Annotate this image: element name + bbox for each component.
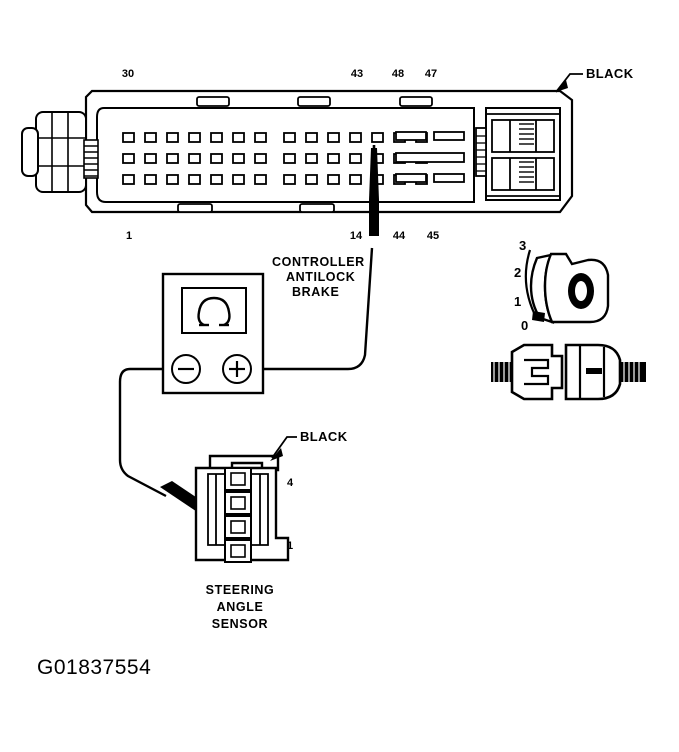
sensor-black-callout-label: BLACK — [300, 429, 348, 444]
cab-name-line-1: CONTROLLER — [272, 255, 365, 269]
cab-pin-label-14: 14 — [350, 230, 363, 242]
meter-negative-lead-wire — [118, 367, 167, 498]
cab-connector-blade-cavity-group — [395, 131, 465, 183]
cab-connector-black-callout: BLACK — [555, 66, 634, 93]
cab-pin-label-44: 44 — [393, 230, 406, 242]
inline-connector-right-pigtail — [620, 362, 646, 382]
sensor-connector-cavities — [224, 467, 252, 563]
ohmmeter-omega-symbol — [197, 296, 231, 327]
clockspring-dial-label-3: 3 — [519, 238, 526, 253]
cab-pin-label-1: 1 — [126, 230, 132, 242]
clockspring-index-mark — [532, 311, 545, 322]
cab-connector-inner-body — [96, 107, 475, 203]
cab-connector-strain-relief-ribs — [83, 139, 99, 179]
cab-connector-bottom-tabs — [177, 203, 335, 213]
inline-connector-group[interactable] — [491, 343, 646, 401]
clockspring-dial-label-2: 2 — [514, 265, 521, 280]
ohmmeter-positive-terminal[interactable] — [222, 354, 252, 384]
clockspring-dial-label-0: 0 — [521, 318, 528, 333]
ohmmeter-group[interactable] — [161, 272, 265, 395]
sensor-pin-label-4: 4 — [287, 477, 294, 489]
inline-connector-plug-blade — [524, 358, 550, 386]
cab-pin-label-45: 45 — [427, 230, 439, 242]
clockspring-group[interactable]: 3 2 1 0 — [514, 238, 610, 333]
inline-connector-plug-half — [510, 343, 564, 401]
cab-connector-cable-boot — [21, 111, 87, 193]
sensor-name-line-2: ANGLE — [217, 600, 264, 614]
cab-pin-label-30: 30 — [122, 68, 134, 80]
sensor-pin-label-1: 1 — [287, 540, 293, 552]
cab-connector-power-terminal-block — [485, 107, 561, 201]
cab-connector-test-probe — [369, 145, 379, 236]
sensor-name-line-3: SENSOR — [212, 617, 268, 631]
cab-pin-label-47: 47 — [425, 68, 437, 80]
inline-connector-left-pigtail — [491, 362, 512, 382]
cab-name-line-2: ANTILOCK — [286, 270, 355, 284]
sensor-name-line-1: STEERING — [206, 583, 275, 597]
sensor-connector-group[interactable]: 4 1 BLACK — [194, 429, 348, 563]
clockspring-bore-inner — [575, 281, 587, 301]
cab-component-name-block: CONTROLLER ANTILOCK BRAKE — [272, 255, 365, 299]
meter-positive-lead-wire — [263, 247, 374, 371]
inline-connector-socket-slot — [586, 368, 602, 374]
cab-connector-center-divider — [475, 127, 487, 177]
cab-connector-group[interactable]: 30 43 48 47 1 14 44 45 BLACK — [21, 66, 634, 242]
sensor-black-callout: BLACK — [270, 429, 348, 461]
cab-black-callout-label: BLACK — [586, 66, 634, 81]
cab-connector-latch-tabs — [196, 96, 433, 107]
clockspring-dial-label-1: 1 — [514, 294, 521, 309]
sensor-component-name-block: STEERING ANGLE SENSOR — [206, 583, 275, 631]
cab-pin-label-43: 43 — [351, 68, 363, 80]
figure-id-label: G01837554 — [37, 656, 151, 679]
ohmmeter-negative-terminal[interactable] — [171, 354, 201, 384]
cab-pin-label-48: 48 — [392, 68, 404, 80]
cab-name-line-3: BRAKE — [292, 285, 339, 299]
